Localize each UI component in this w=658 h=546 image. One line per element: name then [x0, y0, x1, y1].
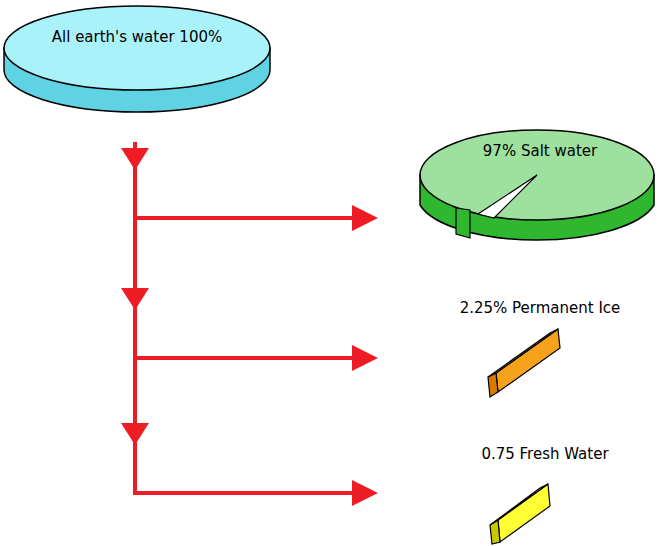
- cylinder-disc-outline: [2, 2, 274, 142]
- flow-arrow: [135, 142, 378, 371]
- flow-arrow: [135, 142, 378, 506]
- pie-chart-outline: [378, 120, 656, 260]
- cylinder-disc: All earth's water 100%: [2, 2, 274, 142]
- node-label: 0.75 Fresh Water: [450, 445, 640, 464]
- flow-arrow: [135, 142, 378, 231]
- node-label: 97% Salt water: [465, 142, 615, 161]
- down-marker: [121, 423, 149, 445]
- fresh-water-bar: 0.75 Fresh Water: [378, 440, 656, 545]
- pie-chart: 97% Salt water: [378, 120, 656, 260]
- down-marker: [121, 288, 149, 310]
- node-label: 2.25% Permanent Ice: [435, 299, 645, 318]
- down-marker: [121, 148, 149, 170]
- ice-bar: 2.25% Permanent Ice: [378, 295, 656, 405]
- node-label: All earth's water 100%: [37, 28, 237, 47]
